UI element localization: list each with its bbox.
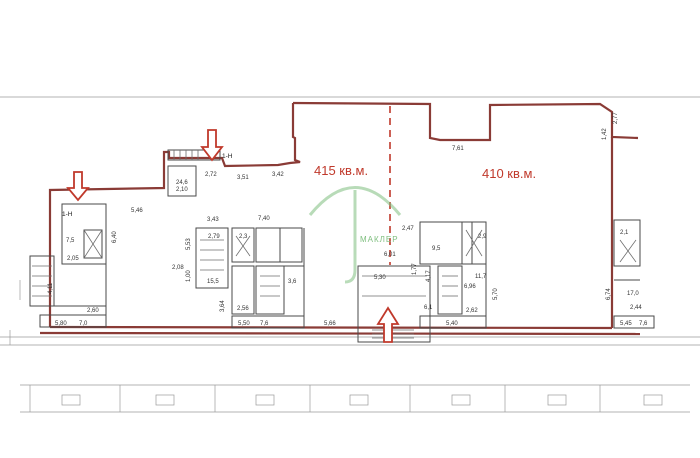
entrance-arrow-left-icon <box>66 171 90 202</box>
dim-label: 11,7 <box>475 274 487 280</box>
facade-windows <box>20 384 690 413</box>
inner-walls <box>29 149 655 343</box>
dim-label: 5,70 <box>493 288 499 300</box>
entrance-label-top: 1-Н <box>222 153 233 160</box>
frame-lines <box>0 96 700 346</box>
grid-ticks <box>9 280 21 345</box>
dim-label: 2,62 <box>466 308 478 314</box>
dim-label: 3,51 <box>237 175 249 181</box>
dim-label: 5,53 <box>186 238 192 250</box>
dim-label: 5,45 <box>620 321 632 327</box>
dim-label: 5,50 <box>238 321 250 327</box>
watermark-umbrella-icon <box>308 186 402 284</box>
dim-label: 3,43 <box>207 217 219 223</box>
dim-label: 24,6 <box>176 180 188 186</box>
dimension-labels: 7,61 1,42 2,77 2,72 3,51 3,42 5,46 6,40 … <box>48 112 648 327</box>
dim-label: 1,77 <box>412 263 418 275</box>
dim-label: 9,5 <box>432 246 441 252</box>
dim-label: 5,66 <box>324 321 336 327</box>
dim-label: 2,3 <box>239 234 248 240</box>
dim-label: 2,47 <box>402 226 414 232</box>
dim-label: 6,01 <box>384 252 396 258</box>
dim-label: 5,46 <box>131 208 143 214</box>
dim-label: 5,40 <box>446 321 458 327</box>
outer-walls <box>39 101 641 336</box>
dim-label: 1,42 <box>602 128 608 140</box>
dim-label: 1,00 <box>186 270 192 282</box>
dim-label: 7,0 <box>79 321 88 327</box>
dim-label: 7,40 <box>258 216 270 222</box>
area-label-410: 410 кв.м. <box>482 166 536 181</box>
dim-label: 3,64 <box>220 300 226 312</box>
dim-label: 6,40 <box>112 231 118 243</box>
dim-label: 5,80 <box>55 321 67 327</box>
entrance-arrow-bottom-icon <box>376 306 400 343</box>
dim-label: 7,5 <box>66 238 75 244</box>
dim-label: 4,17 <box>426 270 432 282</box>
dim-label: 2,05 <box>67 256 79 262</box>
dim-label: 2,9 <box>478 234 487 240</box>
dim-label: 3,42 <box>272 172 284 178</box>
dim-label: 7,6 <box>260 321 269 327</box>
dim-label: 5,30 <box>374 275 386 281</box>
dim-label: 6,96 <box>464 284 476 290</box>
dim-label: 17,0 <box>627 291 639 297</box>
area-label-415: 415 кв.м. <box>314 163 368 178</box>
dim-label: 3,6 <box>288 279 297 285</box>
dim-label: 2,77 <box>613 112 619 124</box>
dim-label: 2,56 <box>237 306 249 312</box>
dim-label: 7,61 <box>452 146 464 152</box>
dim-label: 2,1 <box>620 230 629 236</box>
dim-label: 6,74 <box>606 288 612 300</box>
dim-label: 6,1 <box>424 305 433 311</box>
dim-label: 15,5 <box>207 279 219 285</box>
dim-label: 2,08 <box>172 265 184 271</box>
dim-label: 2,72 <box>205 172 217 178</box>
entrance-arrow-top-icon <box>200 129 224 162</box>
watermark-text: МАКЛЕР <box>360 235 399 244</box>
entrance-label-left: 1-Н <box>62 211 73 218</box>
dim-label: 2,44 <box>630 305 642 311</box>
dim-label: 2,60 <box>87 308 99 314</box>
dim-label: 4,11 <box>48 282 54 294</box>
dim-label: 2,79 <box>208 234 220 240</box>
dim-label: 2,10 <box>176 187 188 193</box>
dim-label: 7,6 <box>639 321 648 327</box>
